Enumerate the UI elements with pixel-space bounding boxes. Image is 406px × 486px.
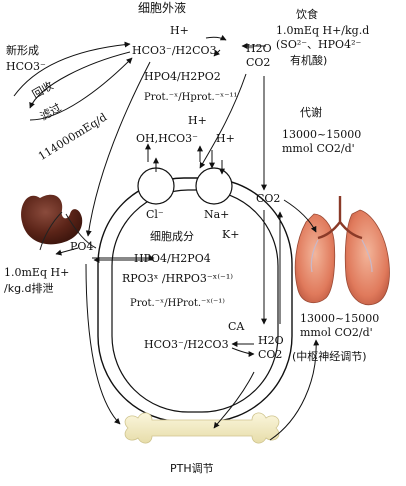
po4-label: PO4 bbox=[70, 240, 94, 253]
extracellular-prot: Prot.⁻ˣ/Hprot.⁻ˣ⁻¹¹ bbox=[144, 92, 238, 103]
cell-rpo3: RPO3ˣ /HRPO3⁻ˣ⁽⁻¹⁾ bbox=[122, 272, 233, 285]
arrow-reabsorb bbox=[29, 51, 131, 109]
cell-h-right: H+ bbox=[216, 132, 235, 145]
metabolism-unit: mmol CO2/d' bbox=[282, 142, 355, 155]
arrow-co2-to-lung bbox=[283, 199, 317, 233]
diet-items: (SO²⁻、HPO4²⁻ bbox=[276, 38, 362, 51]
cell-oh-hco3: OH,HCO3⁻ bbox=[136, 132, 198, 145]
lung-control: (中枢神经调节) bbox=[292, 350, 367, 363]
arrow-ec-to-cell bbox=[199, 73, 247, 169]
extracellular-h2o: H2O bbox=[246, 42, 272, 55]
extracellular-co2: CO2 bbox=[246, 56, 271, 69]
metabolism-title: 代谢 bbox=[300, 106, 322, 119]
arrow-co2-to-hco3 bbox=[213, 49, 221, 57]
arrow-new-hco3 bbox=[13, 41, 131, 97]
arrow-po4-to-kidney bbox=[55, 247, 79, 256]
arrow-po4-to-bone bbox=[85, 263, 121, 425]
cell-prot: Prot.⁻ˣ/HProt.⁻ˣ⁽⁻¹⁾ bbox=[130, 298, 225, 309]
bone-label: PTH调节 bbox=[170, 462, 214, 475]
na-channel-circle bbox=[195, 167, 233, 205]
extracellular-h-plus: H+ bbox=[170, 24, 189, 37]
cell-co2: CO2 bbox=[258, 348, 283, 361]
cl-channel-circle bbox=[137, 167, 175, 205]
new-hco3-line2: HCO3⁻ bbox=[6, 60, 46, 73]
cell-h2o: H2O bbox=[258, 334, 284, 347]
kidney-image bbox=[21, 194, 97, 251]
extracellular-hco3-h2co3: HCO3⁻/H2CO3 bbox=[132, 44, 217, 57]
metabolism-rate: 13000~15000 bbox=[282, 128, 362, 141]
cell-k: K+ bbox=[222, 228, 240, 241]
lung-unit: mmol CO2/d' bbox=[300, 326, 373, 339]
cell-hpo4: HPO4/H2PO4 bbox=[134, 252, 211, 265]
arrow-bone-to-cell bbox=[269, 339, 320, 441]
diet-acid: 有机酸) bbox=[290, 54, 328, 67]
cell-cl: Cl⁻ bbox=[146, 208, 164, 221]
diet-title: 饮食 bbox=[296, 8, 318, 21]
cell-ca: CA bbox=[228, 320, 245, 333]
arrow-h2co3-to-h2o bbox=[205, 34, 227, 41]
cell-title: 细胞成分 bbox=[150, 230, 194, 243]
lung-rate: 13000~15000 bbox=[300, 312, 380, 325]
lungs-image bbox=[294, 196, 390, 306]
cell-membrane-inner bbox=[111, 189, 279, 413]
new-hco3-line1: 新形成 bbox=[6, 44, 39, 57]
extracellular-title: 细胞外液 bbox=[138, 1, 187, 15]
diet-rate: 1.0mEq H+/kg.d bbox=[276, 24, 370, 37]
excretion-line2: /kg.d排泄 bbox=[4, 282, 54, 295]
metabolism-co2: CO2 bbox=[256, 192, 281, 205]
extracellular-hpo4-h2po2: HPO4/H2PO2 bbox=[144, 70, 221, 83]
cell-h-top: H+ bbox=[188, 114, 207, 127]
arrow-cell-to-bone bbox=[213, 371, 255, 429]
arrow-hco3-to-h2o bbox=[231, 347, 255, 357]
arrow-hco3-to-po4 bbox=[85, 61, 151, 237]
arrows bbox=[13, 34, 320, 441]
bone-image bbox=[124, 412, 280, 444]
arrow-filter bbox=[29, 57, 133, 121]
excretion-line1: 1.0mEq H+ bbox=[4, 266, 70, 279]
cell-na: Na+ bbox=[204, 208, 230, 221]
cell-hco3-h2co3: HCO3⁻/H2CO3 bbox=[144, 338, 229, 351]
